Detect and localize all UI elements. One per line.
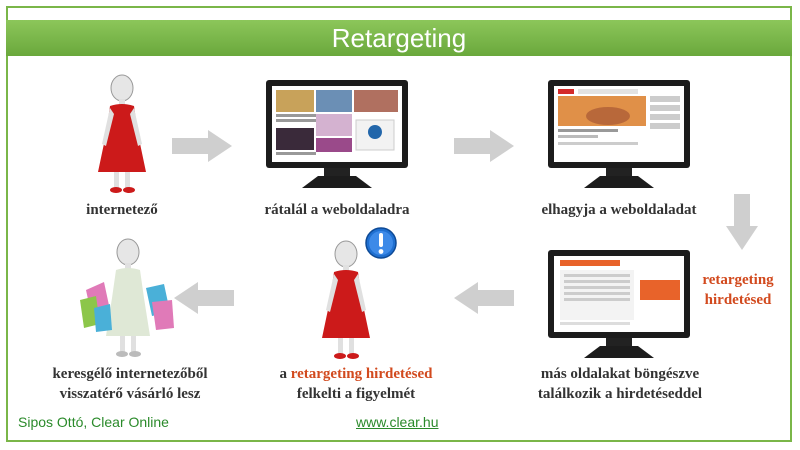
slide-title: Retargeting [331, 23, 467, 53]
monitor-news-site [266, 80, 408, 188]
step-7-line-1: keresgélő internetezőből [52, 366, 208, 382]
step-label-ratalal: rátalál a weboldaladra [237, 200, 437, 220]
arrow-right-icon [454, 130, 514, 162]
step-7-line-2: visszatérő vásárló lesz [59, 386, 201, 402]
title-bar: Retargeting [6, 20, 792, 56]
step-label-internetezo: internetező [52, 200, 192, 220]
arrow-left-icon [454, 282, 514, 314]
monitor-ad-page [548, 250, 690, 358]
person-figure-red-dress [322, 240, 370, 359]
step-4-line-1: retargeting [702, 272, 774, 288]
step-label-mas-oldalak: más oldalakat böngészve találkozik a hir… [504, 364, 736, 404]
monitor-video-site [548, 80, 690, 188]
arrow-down-icon [726, 194, 758, 250]
step-1-text: internetező [86, 202, 158, 218]
step-5-line-1: más oldalakat böngészve [540, 366, 700, 382]
step-3-text: elhagyja a weboldaladat [541, 202, 697, 218]
step-2-text: rátalál a weboldaladra [264, 202, 410, 218]
step-4-line-2: hirdetésed [704, 292, 772, 308]
exclamation-icon [365, 227, 397, 259]
footer-author: Sipos Ottó, Clear Online [18, 414, 169, 430]
step-label-elhagyja: elhagyja a weboldaladat [512, 200, 726, 220]
step-5-line-2: találkozik a hirdetéseddel [537, 386, 703, 402]
step-6-highlight: retargeting hirdetésed [290, 366, 433, 382]
arrow-right-icon [172, 130, 232, 162]
step-label-felkelti: a retargeting hirdetésed felkelti a figy… [246, 364, 466, 404]
person-figure-red-dress [98, 74, 146, 193]
step-6-line-1: a retargeting hirdetésed [246, 364, 466, 384]
step-label-retargeting-ad: retargeting hirdetésed [688, 270, 788, 310]
step-6-prefix: a [279, 366, 291, 382]
shopper-figure-bags [80, 238, 174, 357]
step-label-vasarlo: keresgélő internetezőből visszatérő vásá… [12, 364, 248, 404]
footer-url-link[interactable]: www.clear.hu [356, 414, 439, 430]
arrow-left-icon [174, 282, 234, 314]
slide-frame [6, 6, 792, 442]
step-6-line-2: felkelti a figyelmét [296, 386, 416, 402]
